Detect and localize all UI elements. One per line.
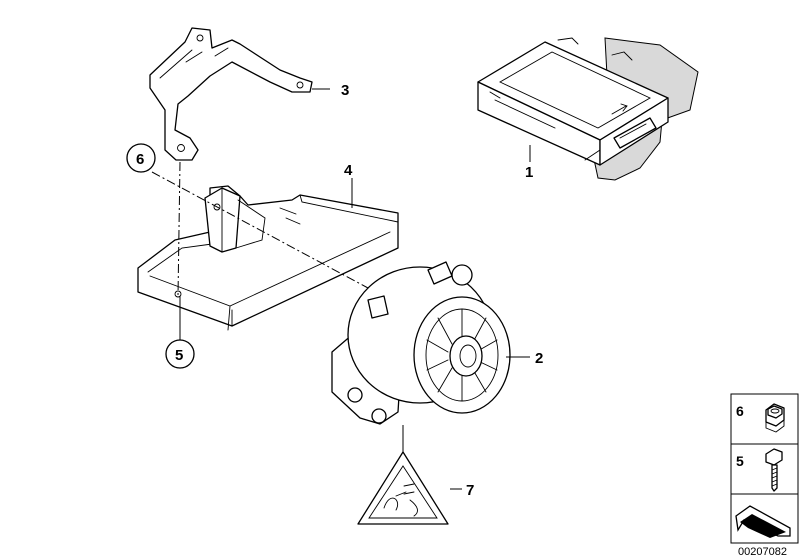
legend-number-5: 5 [736,453,744,469]
mounting-bracket [149,27,313,161]
plug-icon [383,483,418,517]
siren-grille [426,308,498,402]
callout-7: 7 [466,482,474,499]
warning-triangle [357,451,449,525]
callout-3: 3 [341,82,349,99]
callout-6: 6 [136,151,144,168]
callout-circle-6 [126,143,156,173]
tray-post [204,187,241,253]
callout-2: 2 [535,350,543,367]
bracket-body [149,27,313,161]
control-unit-connector [613,117,657,149]
callout-circle-5 [165,339,195,369]
callout-4: 4 [344,162,353,179]
reference-number: 00207082 [738,546,787,558]
legend-number-6: 6 [736,403,744,419]
callout-5: 5 [175,347,183,364]
siren [331,261,511,425]
hex-bolt-icon [765,448,783,492]
callout-1: 1 [525,164,533,181]
holder-tray [137,185,399,331]
hex-nut-icon [765,403,785,433]
direction-arrow-icon [735,505,791,538]
control-unit [477,37,699,181]
hardware-legend: 6 5 [730,393,799,544]
